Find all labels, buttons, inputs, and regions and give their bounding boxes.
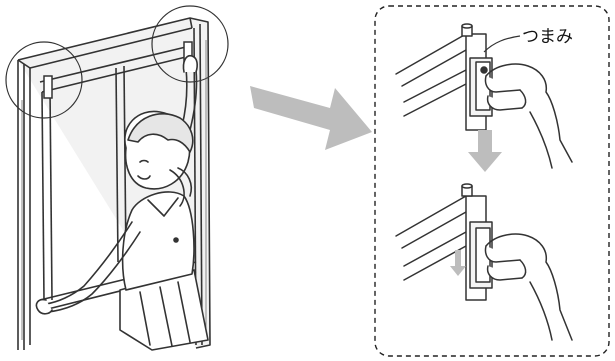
frame-knob-left	[44, 76, 52, 98]
big-right-arrow-icon	[250, 86, 372, 150]
knob-label: つまみ	[522, 27, 573, 47]
